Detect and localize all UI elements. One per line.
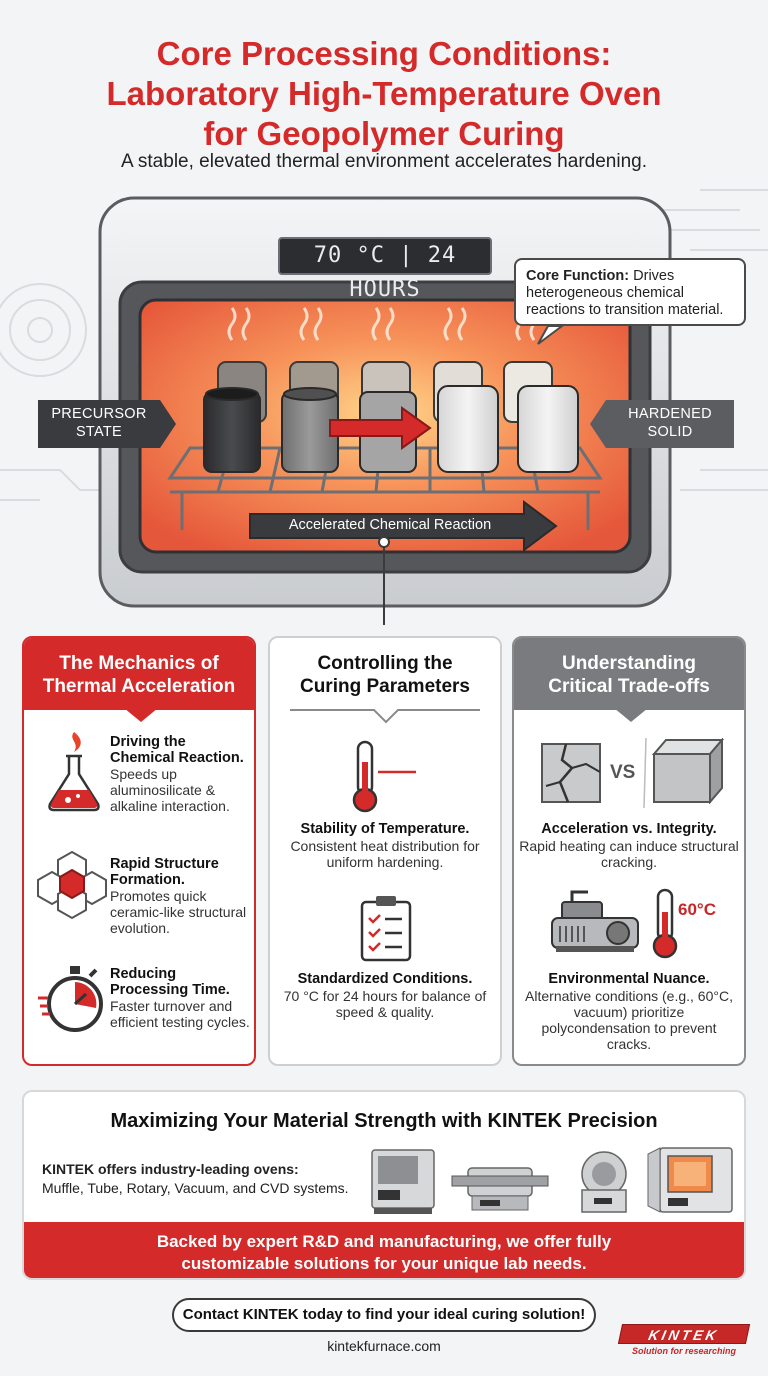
mechanics-heading: The Mechanics of Thermal Acceleration: [24, 638, 254, 710]
controlling-item-2-text: 70 °C for 24 hours for balance of speed …: [283, 988, 487, 1020]
promo-title: Maximizing Your Material Strength with K…: [110, 1110, 658, 1132]
contact-button[interactable]: Contact KINTEK today to find your ideal …: [172, 1298, 596, 1332]
stopwatch-icon: [38, 966, 103, 1032]
page-subtitle: A stable, elevated thermal environment a…: [121, 151, 647, 172]
heading-pointer: [614, 708, 648, 722]
controlling-heading-line-1: Controlling the: [317, 653, 453, 674]
mechanics-panel: The Mechanics of Thermal Acceleration Dr…: [22, 636, 256, 1066]
thermometer-icon: [352, 740, 416, 813]
tradeoffs-item-2: Environmental Nuance. Alternative condit…: [514, 970, 744, 1052]
controlling-item-1: Stability of Temperature. Consistent hea…: [270, 820, 500, 870]
mechanics-item-2: Rapid Structure Formation. Promotes quic…: [110, 856, 250, 936]
reaction-arrow-label: Accelerated Chemical Reaction: [288, 517, 492, 533]
controlling-heading: Controlling the Curing Parameters: [270, 638, 500, 710]
clipboard-checklist-icon: [360, 896, 412, 962]
mechanics-item-3-title: Reducing Processing Time.: [110, 966, 230, 998]
temperature-label: 60°C: [678, 900, 716, 919]
vs-label: VS: [610, 762, 636, 783]
vacuum-furnace-icon: [647, 1147, 733, 1213]
tradeoffs-item-2-title: Environmental Nuance.: [548, 971, 710, 987]
controlling-item-1-title: Stability of Temperature.: [300, 821, 470, 837]
hardened-line-1: HARDENED: [628, 406, 712, 422]
page-title: Core Processing Conditions: Laboratory H…: [0, 34, 768, 154]
precursor-state-tag: PRECURSOR STATE: [38, 400, 160, 448]
rotary-furnace-icon: [581, 1151, 627, 1213]
website-link[interactable]: kintekfurnace.com: [327, 1338, 441, 1354]
muffle-furnace-icon: [371, 1149, 435, 1214]
mechanics-item-1-text: Speeds up aluminosilicate & alkaline int…: [110, 766, 230, 814]
tube-furnace-icon: [451, 1167, 549, 1211]
tradeoffs-heading: Understanding Critical Trade-offs: [514, 638, 744, 710]
controlling-item-2: Standardized Conditions. 70 °C for 24 ho…: [270, 970, 500, 1020]
heading-divider: [290, 709, 480, 724]
logo-tagline: Solution for researching: [631, 1346, 736, 1356]
mechanics-item-1-title: Driving the Chemical Reaction.: [110, 734, 244, 766]
tradeoffs-item-1-text: Rapid heating can induce structural crac…: [519, 838, 739, 870]
core-function-callout: Core Function: Drives heterogeneous chem…: [514, 258, 746, 326]
vacuum-pump-icon: [551, 890, 639, 952]
title-line-2: Laboratory High-Temperature Oven: [106, 75, 662, 112]
mechanics-item-3: Reducing Processing Time. Faster turnove…: [110, 966, 250, 1030]
logo-wordmark: KINTEK: [617, 1324, 751, 1344]
promo-offer-text: Muffle, Tube, Rotary, Vacuum, and CVD sy…: [42, 1180, 349, 1196]
thermometer-icon: [652, 888, 678, 959]
promo-offer: KINTEK offers industry-leading ovens: Mu…: [42, 1160, 349, 1198]
controlling-heading-line-2: Curing Parameters: [299, 676, 470, 697]
divider-slash: [643, 738, 647, 808]
mechanics-item-2-title: Rapid Structure Formation.: [110, 856, 219, 888]
tradeoffs-item-1: Acceleration vs. Integrity. Rapid heatin…: [514, 820, 744, 870]
oven-display: 70 °C | 24 HOURS: [278, 237, 492, 302]
mechanics-heading-line-2: Thermal Acceleration: [42, 676, 236, 697]
precursor-line-2: STATE: [75, 424, 123, 440]
tradeoffs-item-1-title: Acceleration vs. Integrity.: [541, 821, 717, 837]
heading-pointer: [124, 708, 158, 722]
mechanics-item-1: Driving the Chemical Reaction. Speeds up…: [110, 734, 250, 814]
tradeoffs-heading-line-2: Critical Trade-offs: [548, 676, 710, 697]
title-line-1: Core Processing Conditions:: [156, 35, 612, 72]
callout-label: Core Function:: [526, 268, 630, 284]
controlling-item-2-title: Standardized Conditions.: [297, 971, 473, 987]
controlling-item-1-text: Consistent heat distribution for uniform…: [290, 838, 480, 870]
promo-offer-bold: KINTEK offers industry-leading ovens:: [42, 1161, 299, 1177]
solid-block-icon: [652, 738, 724, 804]
hardened-solid-tag: HARDENED SOLID: [606, 400, 734, 448]
mechanics-item-2-text: Promotes quick ceramic-like structural e…: [110, 888, 247, 936]
kintek-logo: KINTEK Solution for researching: [617, 1324, 751, 1364]
kintek-promo-box: Maximizing Your Material Strength with K…: [22, 1090, 746, 1280]
hardened-line-2: SOLID: [647, 424, 693, 440]
controlling-panel: Controlling the Curing Parameters Stabil…: [268, 636, 502, 1066]
mechanics-item-3-text: Faster turnover and efficient testing cy…: [110, 998, 250, 1030]
mechanics-heading-line-1: The Mechanics of: [59, 653, 219, 674]
flask-flame-icon: [48, 732, 100, 812]
tradeoffs-item-2-text: Alternative conditions (e.g., 60°C, vacu…: [525, 988, 733, 1052]
tradeoffs-panel: Understanding Critical Trade-offs VS Acc…: [512, 636, 746, 1066]
promo-band: Backed by expert R&D and manufacturing, …: [24, 1222, 744, 1278]
oven-product-images: [371, 1147, 733, 1214]
title-line-3: for Geopolymer Curing: [203, 115, 565, 152]
cracked-block-icon: [541, 743, 601, 803]
promo-band-line-1: Backed by expert R&D and manufacturing, …: [156, 1232, 612, 1251]
callout-text: Drives heterogeneous chemical reactions …: [526, 268, 724, 318]
hexagon-structure-icon: [37, 850, 107, 920]
tradeoffs-heading-line-1: Understanding: [561, 653, 697, 674]
promo-band-line-2: customizable solutions for your unique l…: [181, 1254, 587, 1273]
precursor-line-1: PRECURSOR: [51, 406, 147, 422]
